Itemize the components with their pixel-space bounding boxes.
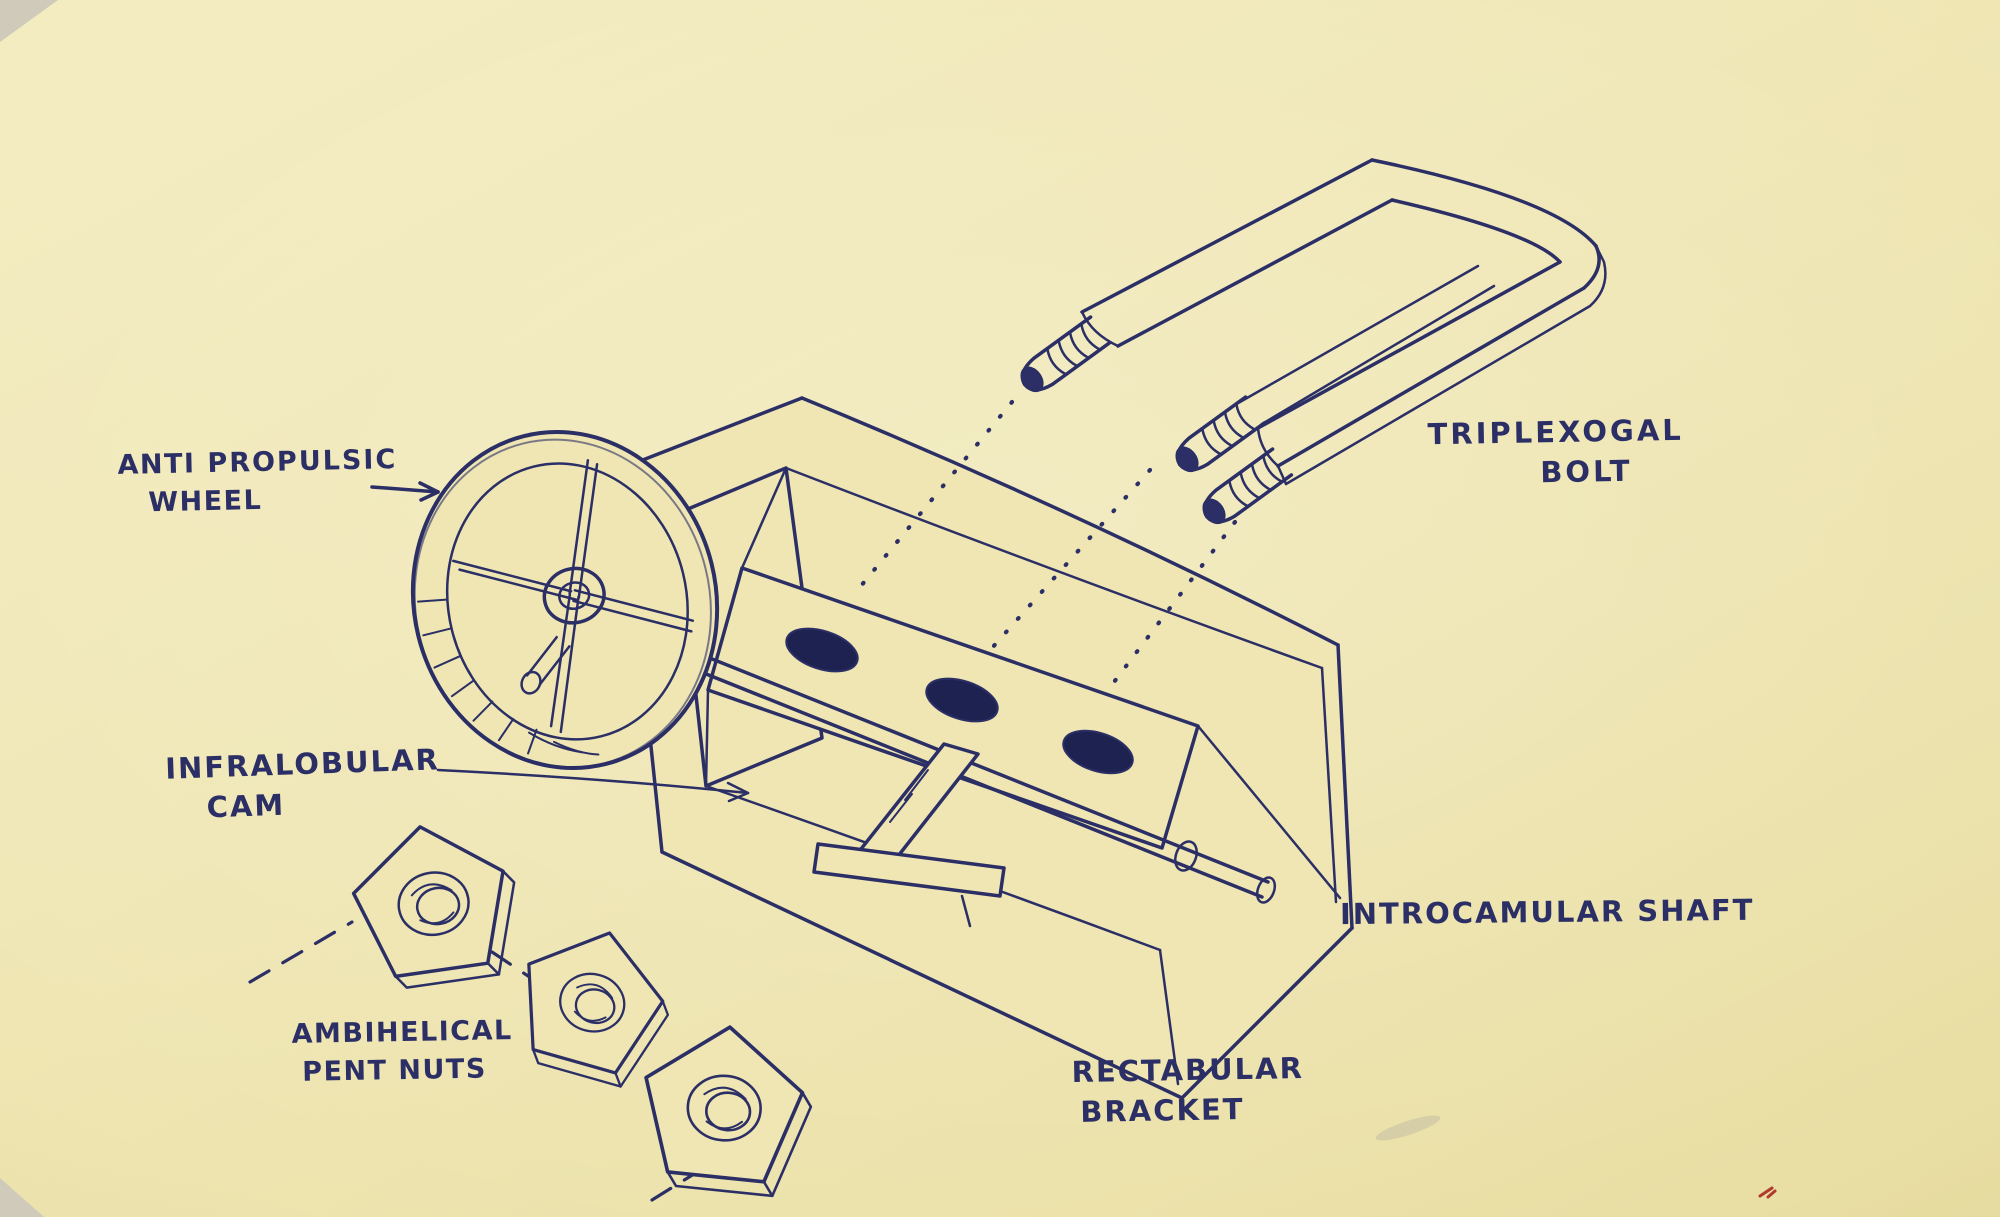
label-word-anti: ANTI bbox=[117, 448, 196, 481]
anti-propulsic-wheel-drawing bbox=[410, 430, 720, 770]
label-introcamular-shaft: INTROCAMULAR SHAFT bbox=[1339, 892, 1755, 939]
label-word-propulsic: PROPULSIC bbox=[207, 444, 398, 480]
label-word-cam: CAM bbox=[206, 788, 286, 825]
label-word-pentnuts: PENT NUTS bbox=[301, 1053, 488, 1088]
wheel-hub bbox=[542, 566, 606, 625]
wheel-spokes bbox=[451, 459, 695, 734]
red-pen-mark bbox=[1758, 1186, 1777, 1199]
bracket-hole-2 bbox=[925, 677, 999, 723]
bolt-stud-2 bbox=[1175, 395, 1267, 473]
label-rectabular-bracket: RECTABULAR BRACKET bbox=[1071, 1050, 1305, 1137]
pentnut-1 bbox=[351, 825, 516, 989]
infralobular-cam-drawing bbox=[812, 742, 1006, 928]
label-triplexogal-bolt: TRIPLEXOGAL BOLT bbox=[1427, 412, 1685, 499]
wheel-label-arrow bbox=[370, 481, 440, 502]
bolt-guide-dotted-lines bbox=[853, 399, 1238, 693]
bolt-stud-1 bbox=[1020, 315, 1112, 393]
label-word-rectabular: RECTABULAR bbox=[1071, 1050, 1305, 1090]
bolt-stud-3 bbox=[1202, 447, 1294, 525]
bracket-hole-1 bbox=[785, 627, 859, 673]
cam-label-arrow bbox=[436, 768, 750, 803]
triplexogal-bolt-drawing bbox=[1020, 158, 1607, 525]
label-anti-propulsic-wheel: ANTI PROPULSIC WHEEL bbox=[117, 444, 398, 527]
paper-corner-top-left bbox=[0, 0, 58, 42]
label-word-introcamular-shaft: INTROCAMULAR SHAFT bbox=[1339, 892, 1755, 932]
label-infralobular-cam: INFRALOBULAR CAM bbox=[164, 742, 442, 833]
label-word-wheel: WHEEL bbox=[148, 485, 263, 519]
pentnut-3 bbox=[644, 1025, 813, 1198]
label-word-bracket: BRACKET bbox=[1079, 1092, 1245, 1130]
label-word-triplexogal: TRIPLEXOGAL bbox=[1427, 412, 1685, 452]
label-word-infralobular: INFRALOBULAR bbox=[164, 742, 441, 786]
bracket-hole-3 bbox=[1062, 729, 1134, 775]
label-word-bolt: BOLT bbox=[1539, 454, 1633, 490]
paper-corner-bottom-left bbox=[0, 1178, 44, 1217]
label-ambihelical-pentnuts: AMBIHELICAL PENT NUTS bbox=[291, 1015, 513, 1096]
ink-smudge bbox=[1375, 1115, 1441, 1141]
pentnut-2 bbox=[527, 931, 670, 1088]
label-word-ambihelical: AMBIHELICAL bbox=[291, 1015, 513, 1050]
wheel-rim-shading bbox=[417, 598, 600, 756]
